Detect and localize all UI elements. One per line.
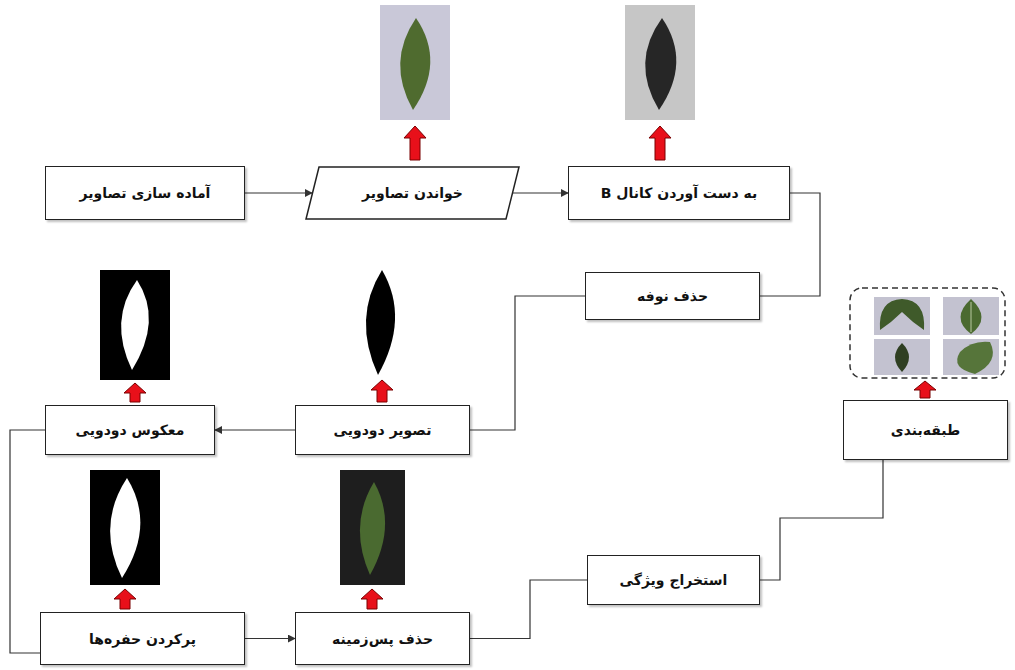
node-label: حذف نوفه — [637, 288, 708, 304]
input-parallelogram: خواندن تصاویر — [305, 166, 520, 220]
node-label: آماده سازی تصاویر — [80, 185, 211, 201]
process-box: حذف نوفه — [585, 272, 760, 320]
connector — [760, 460, 883, 580]
node-label: پرکردن حفره‌ها — [89, 631, 196, 647]
process-box: استخراج ویژگی — [587, 555, 760, 605]
node-label: به دست آوردن کانال B — [601, 185, 757, 201]
process-box: معکوس دودویی — [45, 405, 215, 455]
process-box: تصویر دودویی — [295, 405, 470, 455]
node-label: حذف پس‌زمینه — [332, 631, 433, 647]
inverted-binary-image — [100, 270, 170, 380]
leaf-photo — [380, 5, 450, 120]
node-label: خواندن تصاویر — [362, 185, 463, 201]
process-box: حذف پس‌زمینه — [295, 612, 470, 665]
connector — [470, 580, 587, 639]
process-box: پرکردن حفره‌ها — [40, 612, 245, 665]
connector — [470, 296, 585, 430]
connector — [245, 638, 295, 639]
node-label: استخراج ویژگی — [620, 572, 728, 588]
process-box: طبقه‌بندی — [843, 400, 1008, 460]
class-samples — [850, 288, 1005, 378]
connector — [215, 429, 295, 430]
background-removed-image — [340, 470, 405, 585]
blue-channel-photo — [625, 5, 695, 120]
node-label: معکوس دودویی — [76, 422, 185, 438]
connector — [513, 192, 568, 193]
process-box: به دست آوردن کانال B — [568, 166, 790, 220]
parallelogram-shape — [306, 167, 519, 219]
connector — [245, 192, 312, 193]
filled-holes-image — [90, 470, 160, 585]
binary-image — [366, 270, 395, 375]
process-box: آماده سازی تصاویر — [45, 166, 245, 220]
node-label: طبقه‌بندی — [891, 422, 960, 438]
node-label: تصویر دودویی — [334, 422, 432, 438]
